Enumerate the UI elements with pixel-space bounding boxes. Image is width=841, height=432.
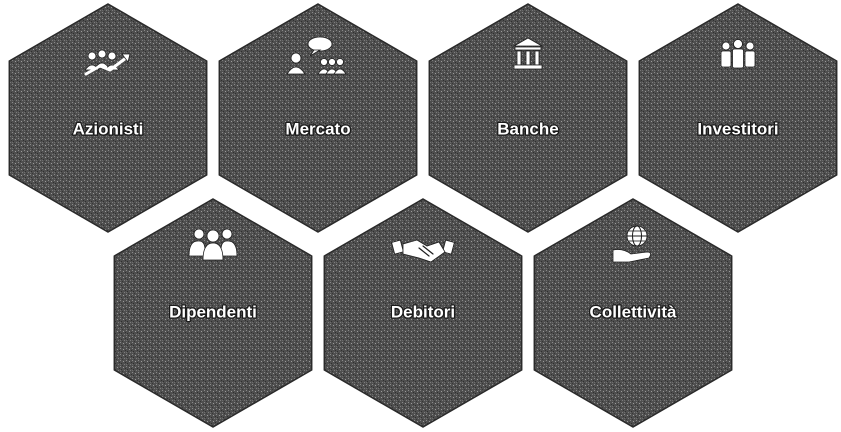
- hexagon-mercato: Mercato: [218, 3, 418, 233]
- hexagon-label: Debitori: [391, 302, 455, 321]
- hexagon-azionisti: Azionisti: [8, 3, 208, 233]
- hexagon-label: Investitori: [697, 119, 778, 138]
- handshake-icon: [391, 239, 455, 263]
- hexagon-label: Dipendenti: [169, 302, 257, 321]
- investors-group-icon: [720, 39, 756, 69]
- hexagon-shape: [323, 198, 523, 428]
- hexagon-banche: Banche: [428, 3, 628, 233]
- hexagon-label: Azionisti: [73, 119, 144, 138]
- bank-icon: [512, 37, 544, 70]
- hexagon-debitori: Debitori: [323, 198, 523, 428]
- hexagon-label: Collettività: [590, 302, 677, 321]
- hexagon-shape: [428, 3, 628, 233]
- hexagon-investitori: Investitori: [638, 3, 838, 233]
- hexagon-shape: [8, 3, 208, 233]
- hexagon-shape: [533, 198, 733, 428]
- hexagon-shape: [113, 198, 313, 428]
- hexagon-dipendenti: Dipendenti: [113, 198, 313, 428]
- globe-in-hand-icon: [612, 225, 651, 263]
- hexagon-label: Banche: [497, 119, 558, 138]
- market-discussion-icon: [286, 36, 347, 75]
- hexagon-shape: [218, 3, 418, 233]
- hexagon-label: Mercato: [285, 119, 350, 138]
- employees-icon: [188, 228, 238, 261]
- hexagon-collettivita: Collettività: [533, 198, 733, 428]
- hexagon-shape: [638, 3, 838, 233]
- investors-growth-icon: [84, 49, 131, 76]
